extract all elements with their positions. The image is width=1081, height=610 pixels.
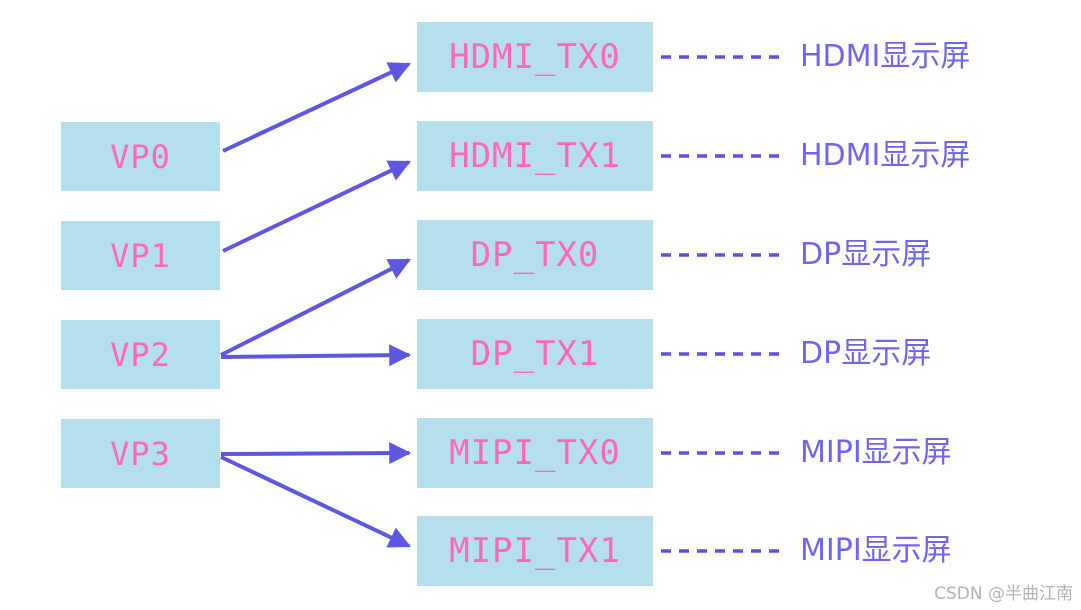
node-mipi-tx1: MIPI_TX1: [417, 516, 653, 586]
display-label-dp-tx0: DP显示屏: [800, 237, 932, 272]
node-vp1-label: VP1: [110, 236, 171, 275]
node-vp1: VP1: [61, 221, 220, 290]
display-label-mipi-tx1: MIPI显示屏: [800, 533, 952, 568]
node-hdmi-tx1: HDMI_TX1: [417, 121, 653, 191]
arrow-vp2-dp-tx0: [220, 258, 411, 357]
node-mipi-tx0-label: MIPI_TX0: [449, 433, 621, 473]
node-dp-tx1: DP_TX1: [417, 319, 653, 389]
node-vp0-label: VP0: [110, 137, 171, 176]
display-label-dp-tx1: DP显示屏: [800, 336, 932, 371]
node-hdmi-tx0: HDMI_TX0: [417, 22, 653, 92]
arrow-vp1-hdmi-tx1: [222, 160, 411, 253]
display-label-mipi-tx0: MIPI显示屏: [800, 435, 952, 470]
node-mipi-tx1-label: MIPI_TX1: [449, 531, 621, 571]
arrow-vp2-dp-tx1: [220, 344, 412, 367]
arrow-vp0-hdmi-tx0: [222, 62, 411, 153]
node-dp-tx0: DP_TX0: [417, 220, 653, 290]
node-dp-tx1-label: DP_TX1: [470, 334, 600, 374]
csdn-watermark: CSDN @半曲江南: [934, 584, 1073, 604]
node-vp3-label: VP3: [110, 434, 171, 473]
node-hdmi-tx0-label: HDMI_TX0: [449, 37, 621, 77]
node-vp0: VP0: [61, 122, 220, 191]
node-dp-tx0-label: DP_TX0: [470, 235, 600, 275]
node-mipi-tx0: MIPI_TX0: [417, 418, 653, 488]
arrow-vp3-mipi-tx1: [220, 455, 411, 548]
node-vp3: VP3: [61, 419, 220, 488]
arrow-vp3-mipi-tx0: [220, 442, 412, 465]
node-vp2-label: VP2: [110, 335, 171, 374]
node-vp2: VP2: [61, 320, 220, 389]
display-label-hdmi-tx0: HDMI显示屏: [800, 39, 971, 74]
node-hdmi-tx1-label: HDMI_TX1: [449, 136, 621, 176]
display-label-hdmi-tx1: HDMI显示屏: [800, 138, 971, 173]
